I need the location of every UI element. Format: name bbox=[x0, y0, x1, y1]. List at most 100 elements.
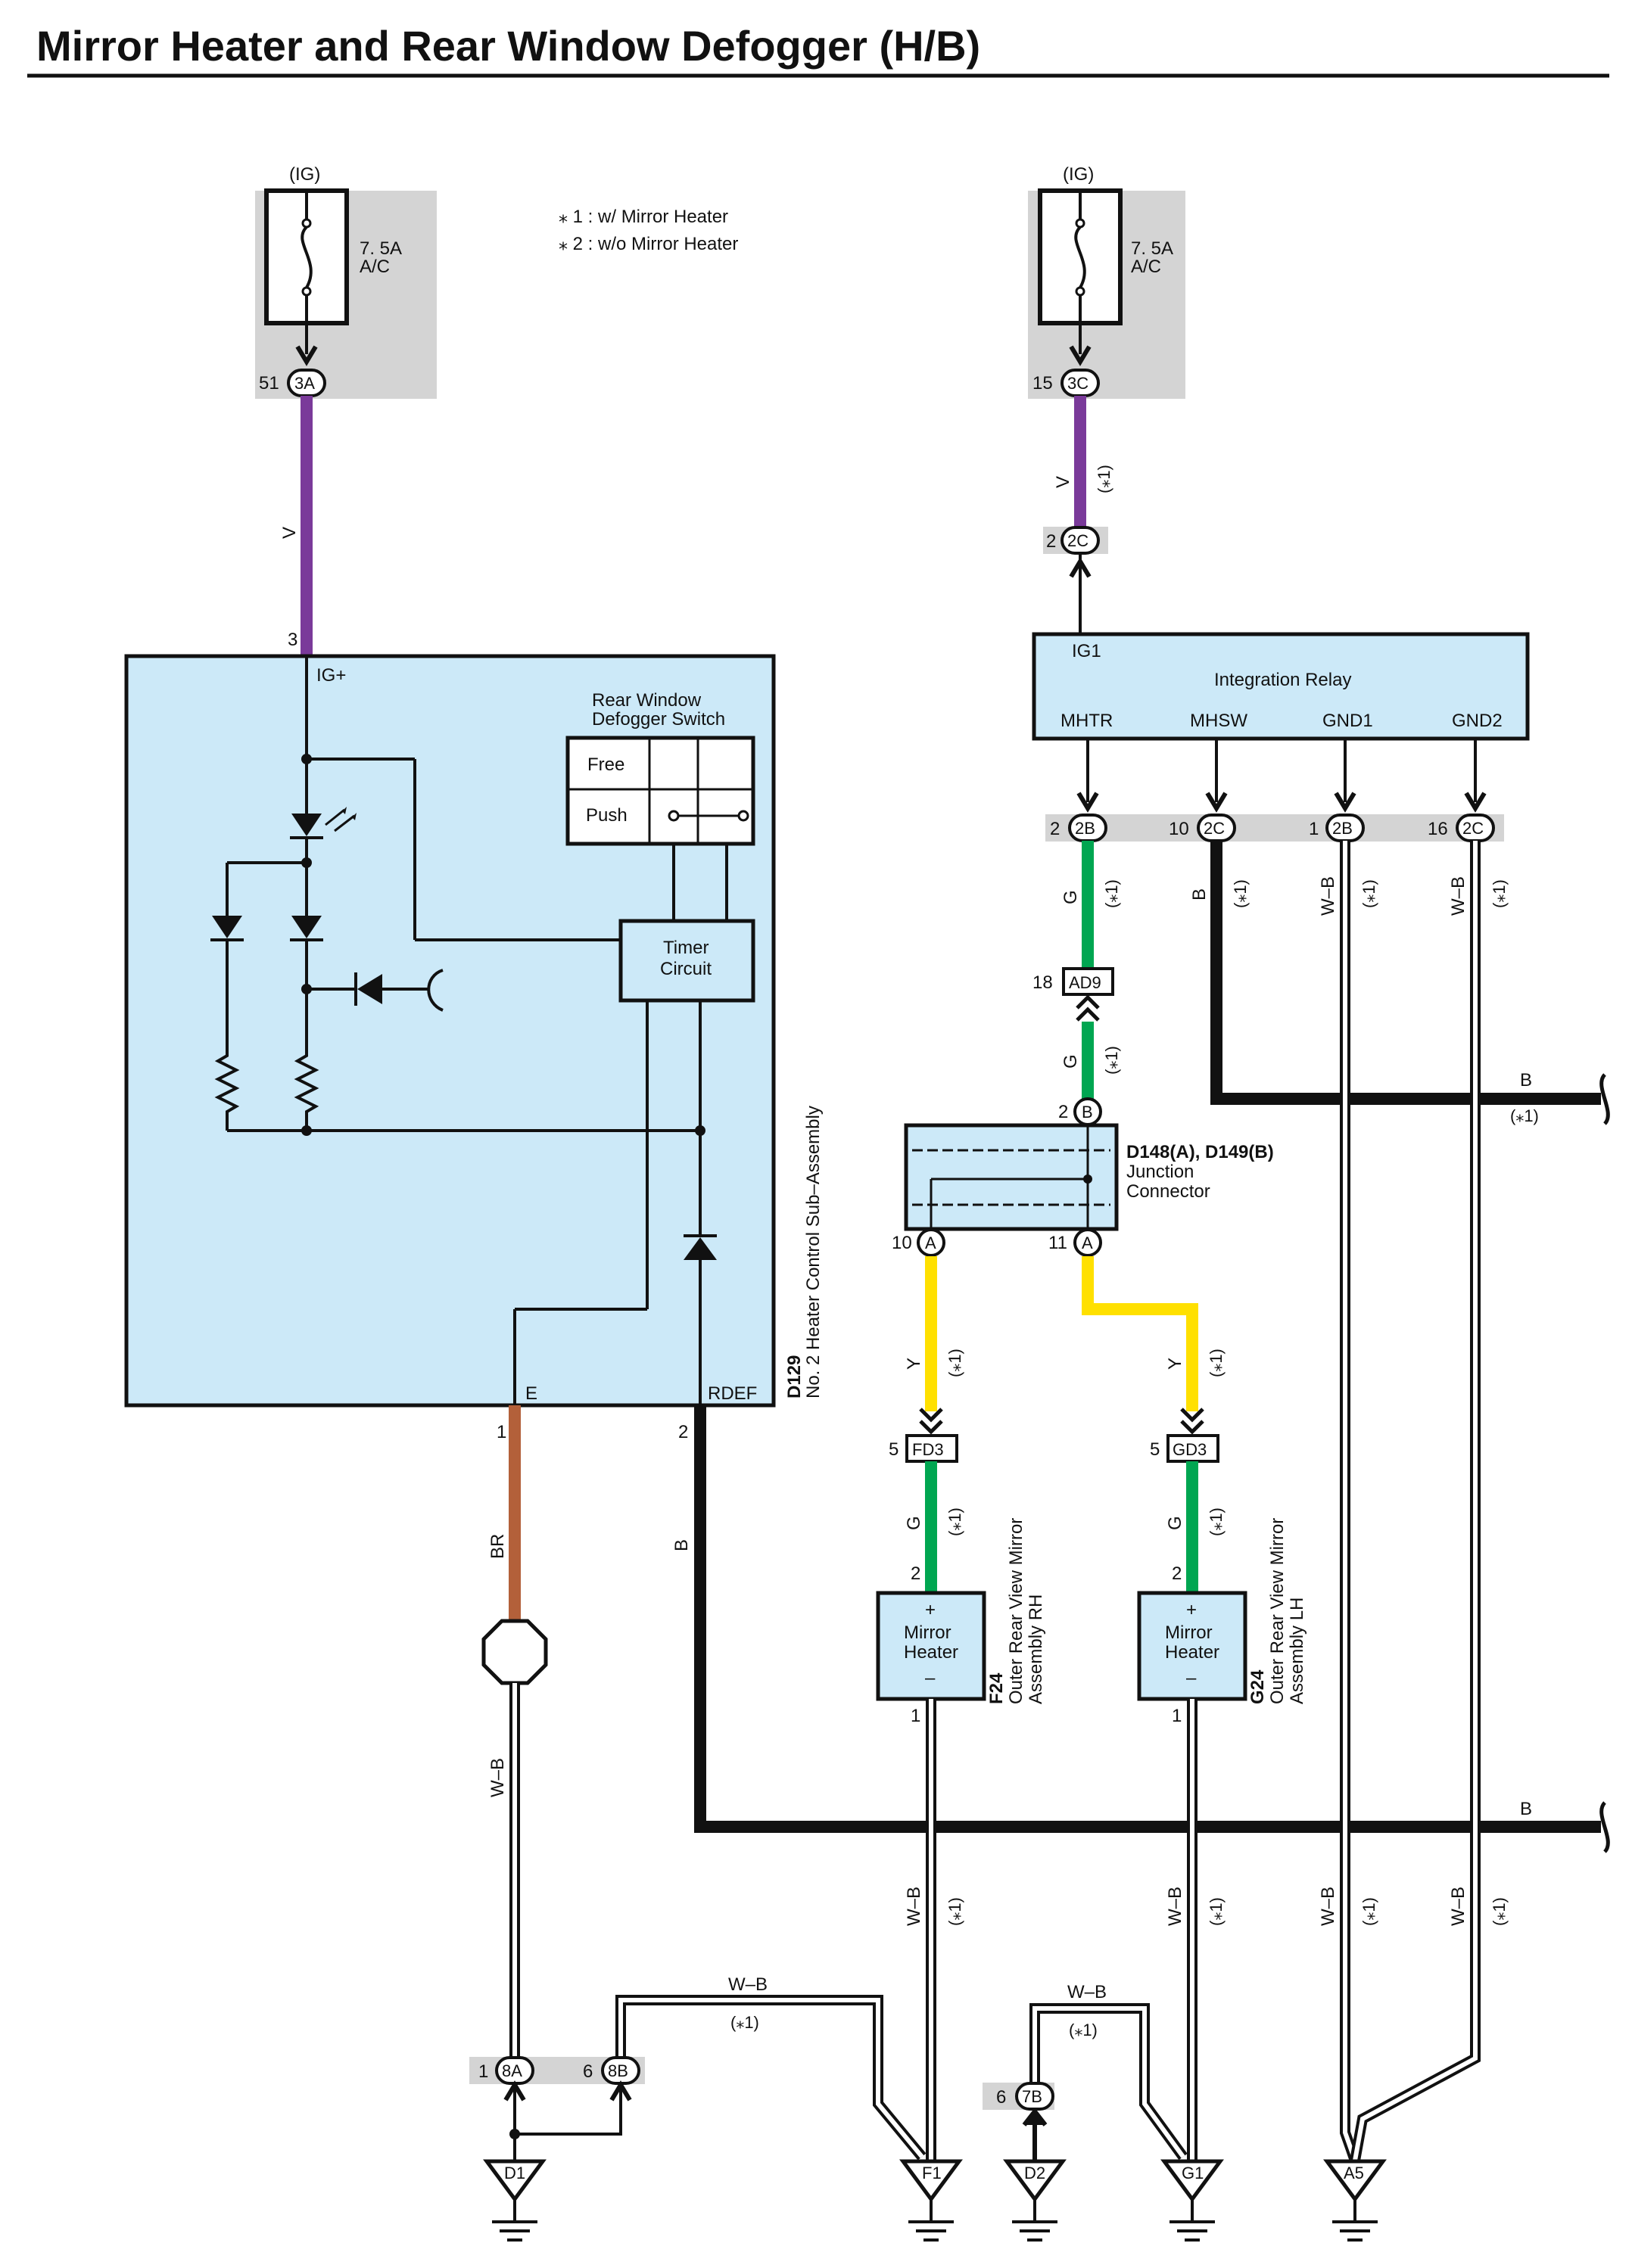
inline-connector-pin: 18 bbox=[1032, 972, 1053, 993]
wire-wb-lh-label: W–B bbox=[1165, 1887, 1185, 1926]
ground-f1-label: F1 bbox=[922, 2164, 942, 2182]
wire-wb-gnd2-label: W–B bbox=[1448, 876, 1468, 916]
inline-connector-name: AD9 bbox=[1069, 973, 1101, 992]
mirror-lh-name-2: Assembly LH bbox=[1287, 1598, 1307, 1704]
wire-g-mhtr-1-label: G bbox=[1060, 890, 1081, 904]
wire-wb-8b-label: W–B bbox=[728, 1974, 768, 1995]
junction-a-pin-2: 11 bbox=[1048, 1233, 1067, 1253]
mirror-lh-minus: – bbox=[1186, 1668, 1197, 1688]
wire-wb-8b-note: (⁎1) bbox=[730, 2013, 759, 2032]
junction-a-letter-1: A bbox=[925, 1234, 936, 1252]
wb-wires bbox=[509, 841, 1481, 2163]
relay-out-4-conn: 2C bbox=[1462, 819, 1484, 838]
gc-7b-pin: 6 bbox=[996, 2087, 1006, 2108]
mirror-heater-rh: 2 + Mirror Heater – 1 F24 Outer Rear Vie… bbox=[876, 1518, 1046, 1726]
heater-control-id: D129 bbox=[784, 1355, 805, 1398]
wire-g-lh-label: G bbox=[1165, 1516, 1185, 1530]
mirror-rh-plus: + bbox=[925, 1600, 936, 1620]
fuse-2-pin: 15 bbox=[1032, 373, 1053, 394]
wire-br-label: BR bbox=[487, 1534, 508, 1559]
note-2: ⁎ 2 : w/o Mirror Heater bbox=[559, 234, 738, 254]
wire-v-right-label: V bbox=[1053, 476, 1073, 488]
wire-wb-gnd2-note: (⁎1) bbox=[1490, 879, 1509, 908]
fuse-1-name: A/C bbox=[360, 257, 390, 277]
gc-8b-pin: 6 bbox=[583, 2061, 593, 2082]
relay-name: Integration Relay bbox=[1214, 670, 1351, 690]
switch-free-label: Free bbox=[587, 754, 624, 775]
connector-fd3-pin: 5 bbox=[889, 1439, 899, 1460]
gc-8b-name: 8B bbox=[608, 2061, 628, 2080]
fuse-2: (IG) 7. 5A A/C 3C 15 bbox=[1028, 164, 1185, 399]
note-1: ⁎ 1 : w/ Mirror Heater bbox=[559, 207, 728, 227]
heater-control-name: No. 2 Heater Control Sub–Assembly bbox=[803, 1106, 824, 1398]
wire-g-mhtr-2-note: (⁎1) bbox=[1102, 1046, 1121, 1075]
timer-label-1: Timer bbox=[663, 938, 709, 958]
heater-control-rdef-num: 2 bbox=[678, 1422, 688, 1442]
timer-circuit bbox=[618, 919, 755, 1003]
mirror-lh-label-1: Mirror bbox=[1165, 1622, 1213, 1643]
page-title: Mirror Heater and Rear Window Defogger (… bbox=[36, 22, 980, 70]
mirror-lh-plus: + bbox=[1186, 1600, 1197, 1620]
ground-connector-8b: 8B 6 bbox=[583, 2056, 640, 2085]
relay-in-connector: 2C bbox=[1067, 531, 1089, 550]
relay-pin-gnd2: GND2 bbox=[1452, 711, 1503, 731]
junction-id: D148(A), D149(B) bbox=[1126, 1142, 1274, 1162]
heater-control-rdef-label: RDEF bbox=[708, 1383, 757, 1404]
wire-b-mhsw-note: (⁎1) bbox=[1231, 879, 1250, 908]
connector-fd3 bbox=[905, 1434, 958, 1463]
wire-y-lh-note: (⁎1) bbox=[1207, 1349, 1226, 1377]
relay-out-3-conn: 2B bbox=[1332, 819, 1353, 838]
defogger-switch bbox=[565, 736, 755, 846]
mirror-lh-pin-bottom: 1 bbox=[1172, 1706, 1182, 1726]
fuse-1-source: (IG) bbox=[289, 164, 320, 185]
wire-wb-lh-note: (⁎1) bbox=[1207, 1897, 1226, 1926]
connector-gd3-name: GD3 bbox=[1173, 1440, 1207, 1459]
wire-y-lh bbox=[1082, 1256, 1198, 1411]
relay-out-2-conn: 2C bbox=[1204, 819, 1225, 838]
fuse-1: (IG) 7. 5A A/C 3A 51 bbox=[255, 164, 437, 399]
wire-y-lh-label: Y bbox=[1165, 1358, 1185, 1370]
mirror-rh-label-2: Heater bbox=[904, 1642, 958, 1663]
gc-8a-name: 8A bbox=[502, 2061, 522, 2080]
fuse-2-source: (IG) bbox=[1063, 164, 1094, 185]
ground-d1-label: D1 bbox=[504, 2164, 525, 2182]
wire-wb-rh-label: W–B bbox=[904, 1887, 924, 1926]
wire-g-lh-note: (⁎1) bbox=[1207, 1507, 1226, 1536]
gc-7b-name: 7B bbox=[1022, 2087, 1042, 2106]
ground-connector-8a: 8A 1 bbox=[478, 2056, 534, 2085]
timer-label-2: Circuit bbox=[660, 959, 712, 979]
wire-v-right-note: (⁎1) bbox=[1095, 465, 1113, 493]
relay-ig1-label: IG1 bbox=[1072, 641, 1101, 661]
mirror-lh-pin-top: 2 bbox=[1172, 1563, 1182, 1584]
relay-out-1-conn: 2B bbox=[1075, 819, 1095, 838]
relay-out-1-pin: 2 bbox=[1050, 819, 1060, 839]
wire-g-rh-label: G bbox=[904, 1516, 924, 1530]
splice-point bbox=[481, 1619, 548, 1685]
ground-g1: G1 bbox=[1160, 2159, 1224, 2242]
relay-pin-mhsw: MHSW bbox=[1190, 711, 1247, 731]
junction-name-1: Junction bbox=[1126, 1162, 1194, 1182]
junction-connector: D148(A), D149(B) Junction Connector bbox=[904, 1123, 1274, 1231]
gc-8a-pin: 1 bbox=[478, 2061, 488, 2082]
switch-title-2: Defogger Switch bbox=[592, 709, 725, 730]
ground-d2: D2 bbox=[1003, 2159, 1067, 2242]
wire-wb-7b-label: W–B bbox=[1067, 1982, 1107, 2002]
wire-b-mhsw-right-label: B bbox=[1520, 1070, 1532, 1090]
relay-pin-mhtr: MHTR bbox=[1060, 711, 1113, 731]
heater-control-e-num: 1 bbox=[497, 1422, 506, 1442]
relay-pin-gnd1: GND1 bbox=[1322, 711, 1373, 731]
junction-a-letter-2: A bbox=[1082, 1234, 1093, 1252]
wire-wb-splice-label: W–B bbox=[487, 1758, 508, 1797]
wire-wb-gnd1-lower-note: (⁎1) bbox=[1359, 1897, 1378, 1926]
mirror-rh-name-2: Assembly RH bbox=[1026, 1594, 1046, 1704]
mirror-rh-id: F24 bbox=[986, 1672, 1007, 1704]
connector-gd3-pin: 5 bbox=[1150, 1439, 1160, 1460]
wire-g-mhtr-2-label: G bbox=[1060, 1054, 1081, 1069]
mirror-rh-pin-bottom: 1 bbox=[911, 1706, 920, 1726]
mirror-rh-minus: – bbox=[925, 1668, 936, 1688]
wire-b-mhsw bbox=[1210, 841, 1601, 1105]
wire-b-rdef-right-label: B bbox=[1520, 1799, 1532, 1819]
mirror-rh-label-1: Mirror bbox=[904, 1622, 951, 1643]
ground-g1-label: G1 bbox=[1182, 2164, 1204, 2182]
